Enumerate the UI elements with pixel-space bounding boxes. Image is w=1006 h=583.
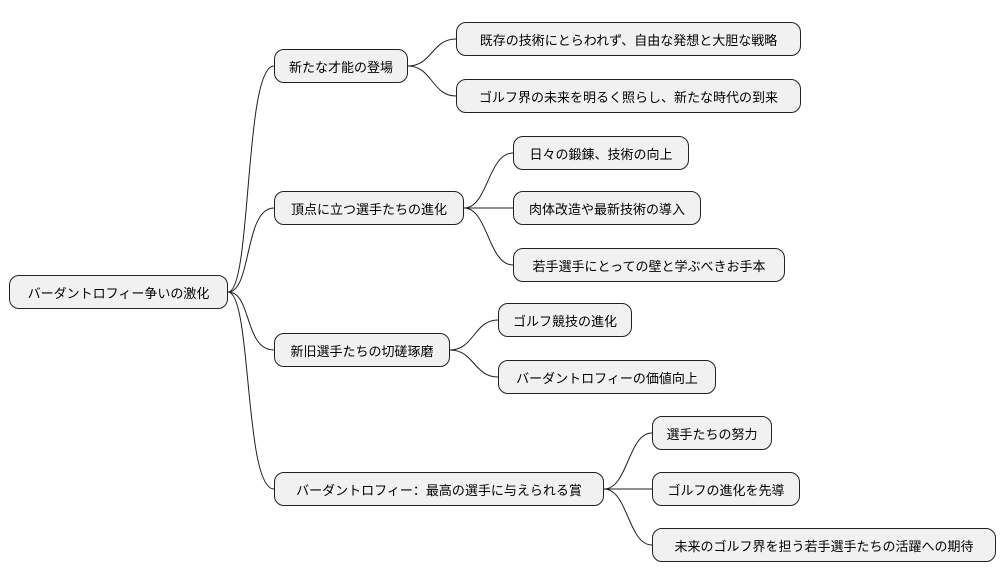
branch-node-top-players-evolution: 頂点に立つ選手たちの進化 — [274, 191, 464, 225]
connector-branch-1-child-2 — [463, 207, 514, 266]
connector-branch-2-child-0 — [449, 319, 499, 351]
branch-node-new-talent: 新たな才能の登場 — [274, 49, 408, 83]
leaf-node-young-players-hope: 未来のゴルフ界を担う若手選手たちの活躍への期待 — [652, 528, 996, 562]
leaf-node-role-model: 若手選手にとっての壁と学ぶべきお手本 — [513, 248, 785, 282]
connector-branch-0-child-0 — [407, 38, 457, 67]
connector-root-branch-2 — [227, 291, 275, 351]
leaf-node-daily-training: 日々の鍛錬、技術の向上 — [513, 136, 689, 170]
leaf-node-players-effort: 選手たちの努力 — [652, 416, 772, 450]
branch-node-old-new-rivalry: 新旧選手たちの切磋琢磨 — [274, 333, 450, 367]
leaf-node-free-thinking: 既存の技術にとらわれず、自由な発想と大胆な戦略 — [456, 22, 801, 56]
connector-branch-3-child-2 — [603, 488, 653, 546]
connector-branch-1-child-0 — [463, 152, 514, 209]
leaf-node-golf-evolution: ゴルフ競技の進化 — [498, 303, 632, 337]
leaf-node-bright-future: ゴルフ界の未来を明るく照らし、新たな時代の到来 — [456, 79, 801, 113]
connector-root-branch-0 — [227, 65, 275, 293]
leaf-node-body-and-tech: 肉体改造や最新技術の導入 — [513, 191, 701, 225]
branch-node-vardon-trophy-award: バーダントロフィー：最高の選手に与えられる賞 — [274, 472, 604, 506]
leaf-node-lead-evolution: ゴルフの進化を先導 — [652, 472, 800, 506]
connector-root-branch-3 — [227, 291, 275, 490]
leaf-node-trophy-value: バーダントロフィーの価値向上 — [498, 360, 716, 394]
connector-root-branch-1 — [227, 207, 275, 293]
connector-branch-3-child-0 — [603, 432, 653, 490]
connector-branch-0-child-1 — [407, 65, 457, 97]
connector-branch-2-child-1 — [449, 349, 499, 378]
root-node: バーダントロフィー争いの激化 — [9, 275, 228, 309]
